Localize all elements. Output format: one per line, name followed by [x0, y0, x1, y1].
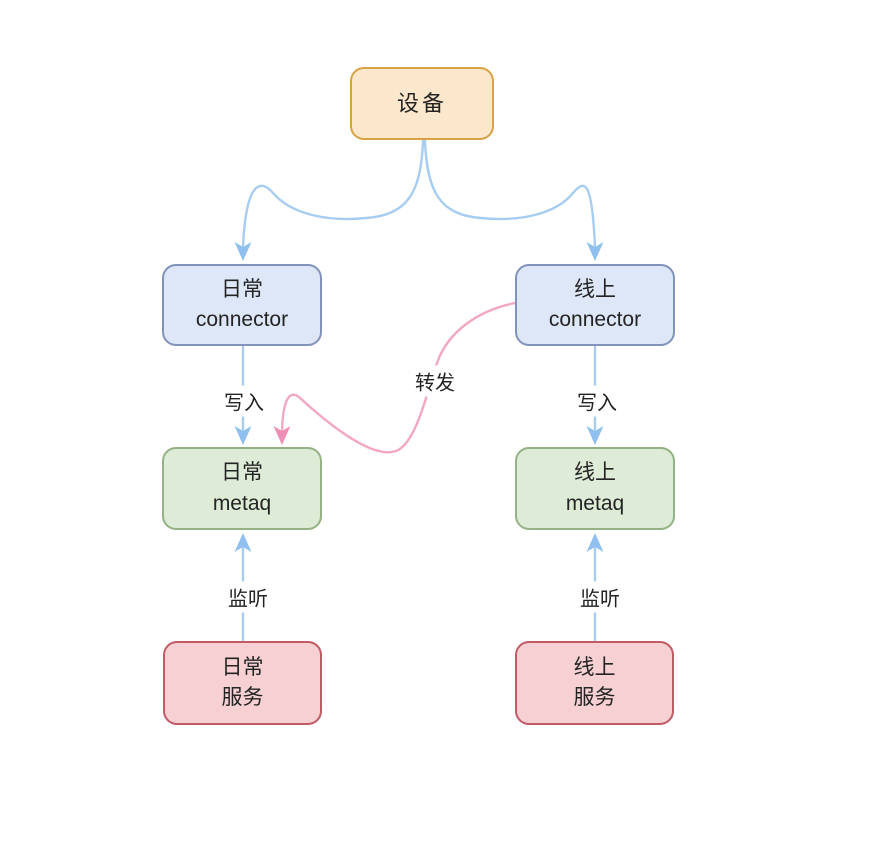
edge-device-to-online-connector: [423, 139, 597, 249]
node-daily-service-line2: 服务: [221, 686, 264, 709]
arrowhead-down-icon: [234, 242, 252, 261]
node-online-connector: 线上 connector: [515, 264, 675, 346]
node-daily-metaq-line2: metaq: [212, 491, 272, 515]
node-online-connector-line1: 线上: [574, 277, 616, 301]
edge-device-to-daily-connector: [241, 139, 425, 249]
node-online-service: 线上 服务: [515, 641, 674, 725]
node-online-metaq: 线上 metaq: [515, 447, 675, 530]
edge-forward: [280, 301, 517, 454]
arrowhead-up-icon: [586, 533, 604, 552]
edge-label-write-left: 写入: [221, 385, 267, 417]
node-online-connector-line2: connector: [548, 308, 642, 331]
arrowhead-down-icon: [234, 426, 252, 445]
node-device-label: 设备: [396, 90, 447, 116]
arrowhead-down-icon: [586, 242, 604, 261]
arrowhead-up-icon: [234, 533, 252, 552]
node-daily-connector-line2: connector: [195, 308, 289, 331]
edge-label-forward: 转发: [412, 365, 458, 397]
node-daily-connector-line1: 日常: [221, 277, 263, 301]
edge-label-listen-right: 监听: [577, 581, 623, 613]
edge-label-write-right: 写入: [574, 385, 620, 417]
arrowhead-down-pink-icon: [273, 426, 291, 445]
node-online-metaq-line1: 线上: [574, 461, 616, 485]
node-daily-connector: 日常 connector: [162, 264, 322, 346]
node-online-service-line2: 服务: [573, 686, 616, 709]
node-daily-metaq-line1: 日常: [221, 461, 263, 485]
node-online-service-line1: 线上: [573, 655, 616, 679]
edge-label-listen-left: 监听: [225, 581, 271, 613]
arrowhead-down-icon: [586, 426, 604, 445]
node-daily-metaq: 日常 metaq: [162, 447, 322, 530]
node-device: 设备: [350, 67, 494, 140]
node-daily-service-line1: 日常: [221, 655, 264, 679]
node-daily-service: 日常 服务: [163, 641, 322, 725]
node-online-metaq-line2: metaq: [565, 491, 625, 515]
